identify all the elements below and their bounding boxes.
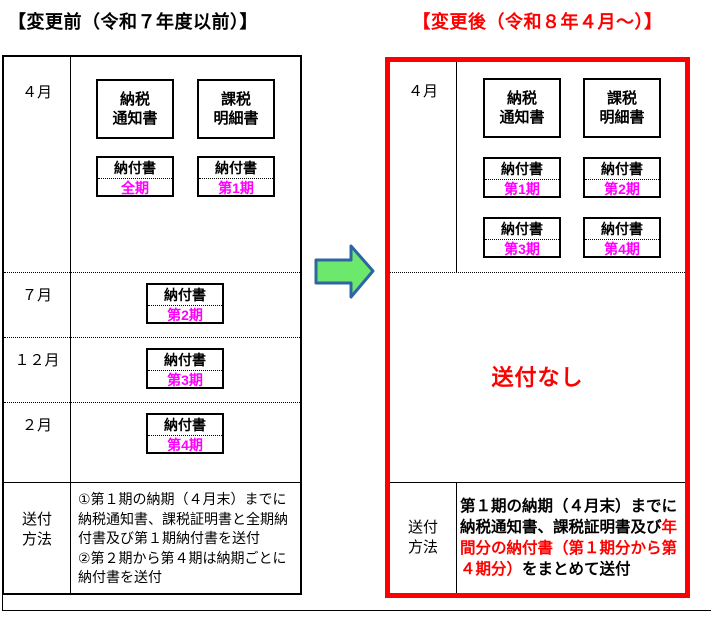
- method-text-before: ①第１期の納期（４月末）までに 納税通知書、課税証明書と全期納 付書及び第１期納…: [78, 491, 288, 585]
- row-divider-dotted: [390, 272, 685, 273]
- payment-slip-box-1: 納付書 第1期: [483, 157, 561, 198]
- payment-slip-label: 納付書: [164, 417, 206, 433]
- month-label-december: １２月: [14, 352, 60, 369]
- row-divider-solid: [4, 482, 300, 483]
- tax-notice-box: 納税 通知書: [96, 79, 174, 139]
- payment-slip-label: 納付書: [164, 352, 206, 368]
- after-month-column-divider: [456, 62, 457, 272]
- tax-notice-box: 納税 通知書: [483, 78, 561, 138]
- title-before: 【変更前（令和７年度以前）】: [8, 12, 258, 32]
- payment-slip-label: 納付書: [601, 161, 643, 177]
- tax-statement-box: 課税 明細書: [197, 79, 275, 139]
- period-label-2: 第2期: [585, 179, 659, 197]
- method-after-part2-red: 年 間分の納付書（第１期分から第 ４期分）: [460, 519, 678, 578]
- method-after-part1: 第１期の納期（４月末）までに 納税通知書、課税証明書及び: [460, 498, 678, 536]
- payment-slip-label: 納付書: [501, 161, 543, 177]
- month-label-april: ４月: [21, 84, 52, 101]
- green-arrow-icon: [313, 243, 377, 301]
- payment-slip-label: 納付書: [501, 221, 543, 237]
- payment-slip-box-all: 納付書 全期: [96, 156, 174, 197]
- period-label-2: 第2期: [148, 305, 222, 323]
- bottom-border-strip: [2, 595, 711, 611]
- month-label-april: ４月: [407, 83, 438, 100]
- payment-slip-box-3: 納付書 第3期: [483, 217, 561, 258]
- method-header-after: 送付 方法: [407, 519, 438, 556]
- payment-slip-box-1: 納付書 第1期: [197, 156, 275, 197]
- payment-slip-box-4: 納付書 第4期: [583, 217, 661, 258]
- period-label-3: 第3期: [148, 370, 222, 388]
- payment-slip-label: 納付書: [164, 287, 206, 303]
- before-table: ４月 ７月 １２月 ２月 納税 通知書 課税 明細書 納付書 全期 納付書 第1…: [2, 55, 302, 595]
- month-label-february: ２月: [21, 417, 52, 434]
- method-after-part3: をまとめて送付: [522, 561, 631, 578]
- payment-slip-label: 納付書: [114, 160, 156, 176]
- payment-slip-label: 納付書: [601, 221, 643, 237]
- method-header-before: 送付 方法: [21, 511, 52, 548]
- payment-slip-box-3: 納付書 第3期: [146, 348, 224, 389]
- before-month-column-divider: [70, 57, 71, 593]
- title-after: 【変更後（令和８年４月～）】: [412, 12, 663, 32]
- row-divider-solid: [390, 482, 685, 483]
- payment-slip-box-4: 納付書 第4期: [146, 413, 224, 454]
- after-method-column-divider: [456, 482, 457, 593]
- after-table: ４月 納税 通知書 課税 明細書 納付書 第1期 納付書 第2期 納付書 第3期…: [385, 57, 690, 598]
- period-label-all: 全期: [98, 178, 172, 196]
- row-divider-dotted: [4, 272, 300, 273]
- period-label-4: 第4期: [585, 239, 659, 257]
- row-divider-dotted: [4, 402, 300, 403]
- payment-slip-label: 納付書: [215, 160, 257, 176]
- method-text-after: 第１期の納期（４月末）までに 納税通知書、課税証明書及び年 間分の納付書（第１期…: [460, 496, 678, 580]
- payment-slip-box-2: 納付書 第2期: [146, 283, 224, 324]
- period-label-3: 第3期: [485, 239, 559, 257]
- period-label-1: 第1期: [485, 179, 559, 197]
- row-divider-dotted: [4, 337, 300, 338]
- period-label-1: 第1期: [199, 178, 273, 196]
- period-label-4: 第4期: [148, 435, 222, 453]
- no-send-text: 送付なし: [491, 365, 584, 390]
- tax-statement-box: 課税 明細書: [583, 78, 661, 138]
- payment-slip-box-2: 納付書 第2期: [583, 157, 661, 198]
- month-label-july: ７月: [21, 287, 52, 304]
